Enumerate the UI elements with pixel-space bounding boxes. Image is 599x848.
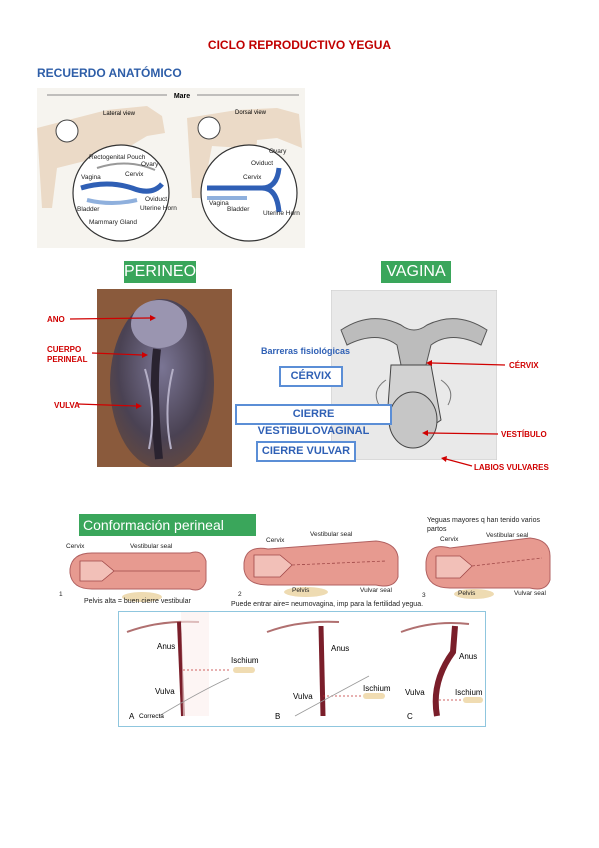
panel-b-anus: Anus — [331, 644, 350, 653]
dorsal-label-3: Cervix — [243, 174, 262, 181]
anatomy-figure: Mare Lateral view Dorsal view Rectogenit… — [37, 88, 305, 248]
vestibulo-label: VESTÍBULO — [501, 430, 547, 439]
panel-a-ischium: Ischium — [231, 656, 259, 665]
panel-c-ischium: Ischium — [455, 688, 483, 697]
cuerpo-perineal-label: CUERPO PERINEAL — [47, 345, 88, 364]
perineal-conformation-figure: Anus Ischium Vulva A Correcta Anus Ischi… — [118, 611, 486, 727]
diagram1-number: 1 — [59, 591, 63, 598]
caption-middle: Puede entrar aire= neumovagina, imp para… — [231, 601, 424, 608]
diagram1-cervix-label: Cervix — [66, 543, 85, 550]
older-mares-note: Yeguas mayores q han tenido varios parto… — [427, 517, 540, 533]
diagram3-cervix-label: Cervix — [440, 536, 459, 543]
dorsal-label-1: Ovary — [269, 148, 287, 155]
page-subtitle: RECUERDO ANATÓMICO — [37, 66, 182, 80]
ano-label: ANO — [47, 315, 65, 324]
diagram3-pelvis-label: Pelvis — [458, 590, 476, 597]
cierre-vulvar-box: CIERRE VULVAR — [256, 441, 356, 462]
diagram2-vulvar-seal-label: Vulvar seal — [360, 587, 392, 594]
panel-b-letter: B — [275, 712, 281, 721]
cierre-vestibulovaginal-box: CIERRE VESTIBULOVAGINAL — [235, 404, 392, 437]
dorsal-label-6: Uterine Horn — [263, 210, 300, 217]
lateral-label-3: Ovary — [141, 161, 159, 168]
caption-left: Pelvis alta = buen cierre vestibular — [84, 598, 191, 605]
labios-vulvares-label: LABIOS VULVARES — [474, 463, 549, 472]
diagram2-pelvis-label: Pelvis — [292, 587, 310, 594]
dorsal-label-5: Bladder — [227, 206, 250, 213]
lateral-label-7: Bladder — [77, 206, 100, 213]
diagram2-vestibular-seal-label: Vestibular seal — [310, 531, 353, 538]
seal-diagram-1: Cervix Vestibular seal 1 — [59, 539, 212, 603]
vulva-label: VULVA — [54, 401, 80, 410]
perineo-heading: PERINEO — [124, 261, 196, 283]
panel-b-ischium: Ischium — [363, 684, 391, 693]
lateral-label-6: Uterine Horn — [140, 205, 177, 212]
diagram3-number: 3 — [422, 592, 426, 599]
cervix-label: CÉRVIX — [509, 361, 539, 370]
cervix-box: CÉRVIX — [279, 366, 343, 387]
seal-diagram-2: Cervix Vestibular seal Pelvis Vulvar sea… — [236, 531, 404, 599]
diagram1-vestibular-seal-label: Vestibular seal — [130, 543, 173, 550]
vagina-heading: VAGINA — [381, 261, 451, 283]
panel-a-caption: Correcta — [139, 713, 164, 720]
page-title: CICLO REPRODUCTIVO YEGUA — [207, 38, 392, 52]
mare-header: Mare — [174, 93, 190, 100]
lateral-view-label: Lateral view — [103, 111, 136, 117]
dorsal-label-4: Vagina — [209, 200, 229, 207]
panel-c-anus: Anus — [459, 652, 478, 661]
panel-c-vulva: Vulva — [405, 688, 425, 697]
lateral-label-2: Cervix — [125, 171, 144, 178]
panel-b-vulva: Vulva — [293, 692, 313, 701]
lateral-label-4: Oviduct — [145, 196, 168, 203]
panel-a-anus: Anus — [157, 642, 176, 651]
lateral-label-1: Rectogenital Pouch — [89, 154, 146, 161]
vagina-drawing — [330, 289, 498, 461]
panel-a-letter: A — [129, 712, 135, 721]
barreras-label: Barreras fisiológicas — [261, 346, 351, 356]
diagram2-cervix-label: Cervix — [266, 537, 285, 544]
diagram2-number: 2 — [238, 591, 242, 598]
dorsal-view-label: Dorsal view — [235, 110, 267, 116]
seal-diagram-3: Cervix Vestibular seal Pelvis Vulvar sea… — [422, 530, 554, 602]
diagram3-vestibular-seal-label: Vestibular seal — [486, 532, 529, 539]
panel-a-vulva: Vulva — [155, 687, 175, 696]
conformacion-heading: Conformación perineal — [79, 514, 256, 536]
panel-c-letter: C — [407, 712, 413, 721]
dorsal-label-2: Oviduct — [251, 160, 274, 167]
lateral-label-8: Mammary Gland — [89, 219, 138, 226]
diagram3-vulvar-seal-label: Vulvar seal — [514, 590, 546, 597]
lateral-label-5: Vagina — [81, 174, 101, 181]
